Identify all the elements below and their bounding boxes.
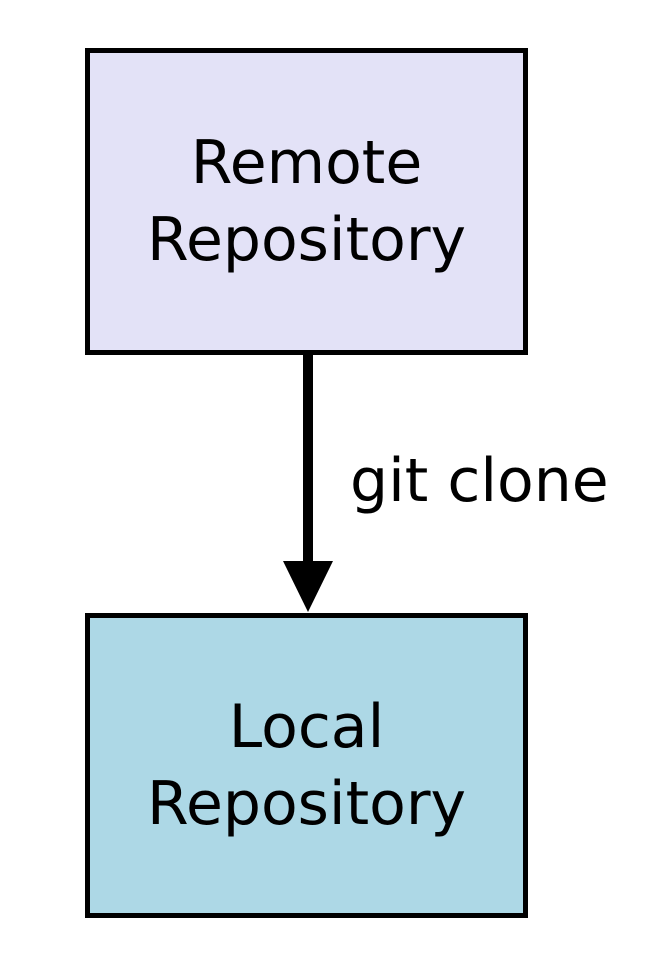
arrow-head bbox=[283, 561, 333, 612]
node-local-repository: Local Repository bbox=[85, 613, 528, 918]
git-clone-arrow-icon bbox=[283, 350, 333, 612]
local-repository-label: Local Repository bbox=[146, 691, 467, 839]
remote-repository-label: Remote Repository bbox=[146, 127, 467, 275]
git-clone-edge-label: git clone bbox=[350, 446, 609, 516]
node-remote-repository: Remote Repository bbox=[85, 48, 528, 355]
